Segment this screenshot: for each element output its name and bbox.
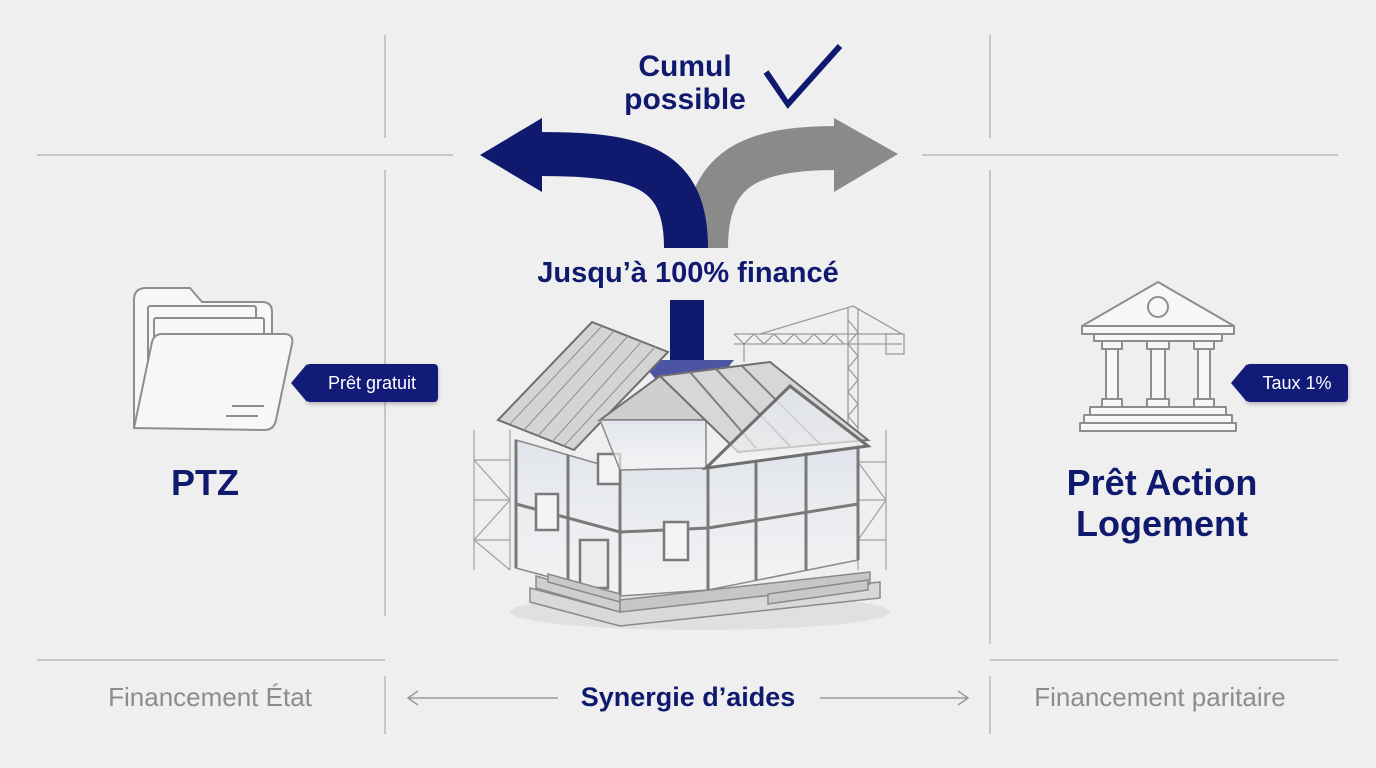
ptz-title: PTZ <box>171 462 239 503</box>
ptz-tag: Prêt gratuit <box>291 364 438 402</box>
scaffolding-right <box>857 430 887 570</box>
footer-financement-paritaire: Financement paritaire <box>1034 682 1286 712</box>
house-under-construction-illustration <box>473 305 905 630</box>
grid-lines <box>37 35 1338 734</box>
synergie-label: Synergie d’aides <box>580 682 796 712</box>
folder-icon <box>133 287 294 431</box>
footer-financement-etat: Financement État <box>108 682 312 712</box>
cumul-line1: Cumul <box>638 50 732 83</box>
gray-right-arrow <box>684 126 839 249</box>
scaffolding-left <box>473 430 511 571</box>
pal-title-line2: Logement <box>1075 503 1248 544</box>
pal-title-line1: Prêt Action <box>1066 462 1258 503</box>
navy-left-arrow <box>539 132 708 249</box>
cumul-line2: possible <box>624 83 746 116</box>
pal-tag: Taux 1% <box>1231 364 1348 402</box>
navy-down-stem <box>670 300 704 360</box>
gray-arrow-head <box>834 118 898 192</box>
bank-building-icon <box>1079 281 1237 432</box>
financing-headline: Jusqu’à 100% financé <box>537 257 839 289</box>
checkmark-icon <box>763 43 843 109</box>
cumul-possible-label: Cumul possible <box>600 50 770 116</box>
synergie-double-arrow <box>406 690 970 706</box>
navy-arrow-head <box>480 118 542 192</box>
crane <box>733 305 905 430</box>
pal-title: Prêt Action Logement <box>1030 462 1294 544</box>
